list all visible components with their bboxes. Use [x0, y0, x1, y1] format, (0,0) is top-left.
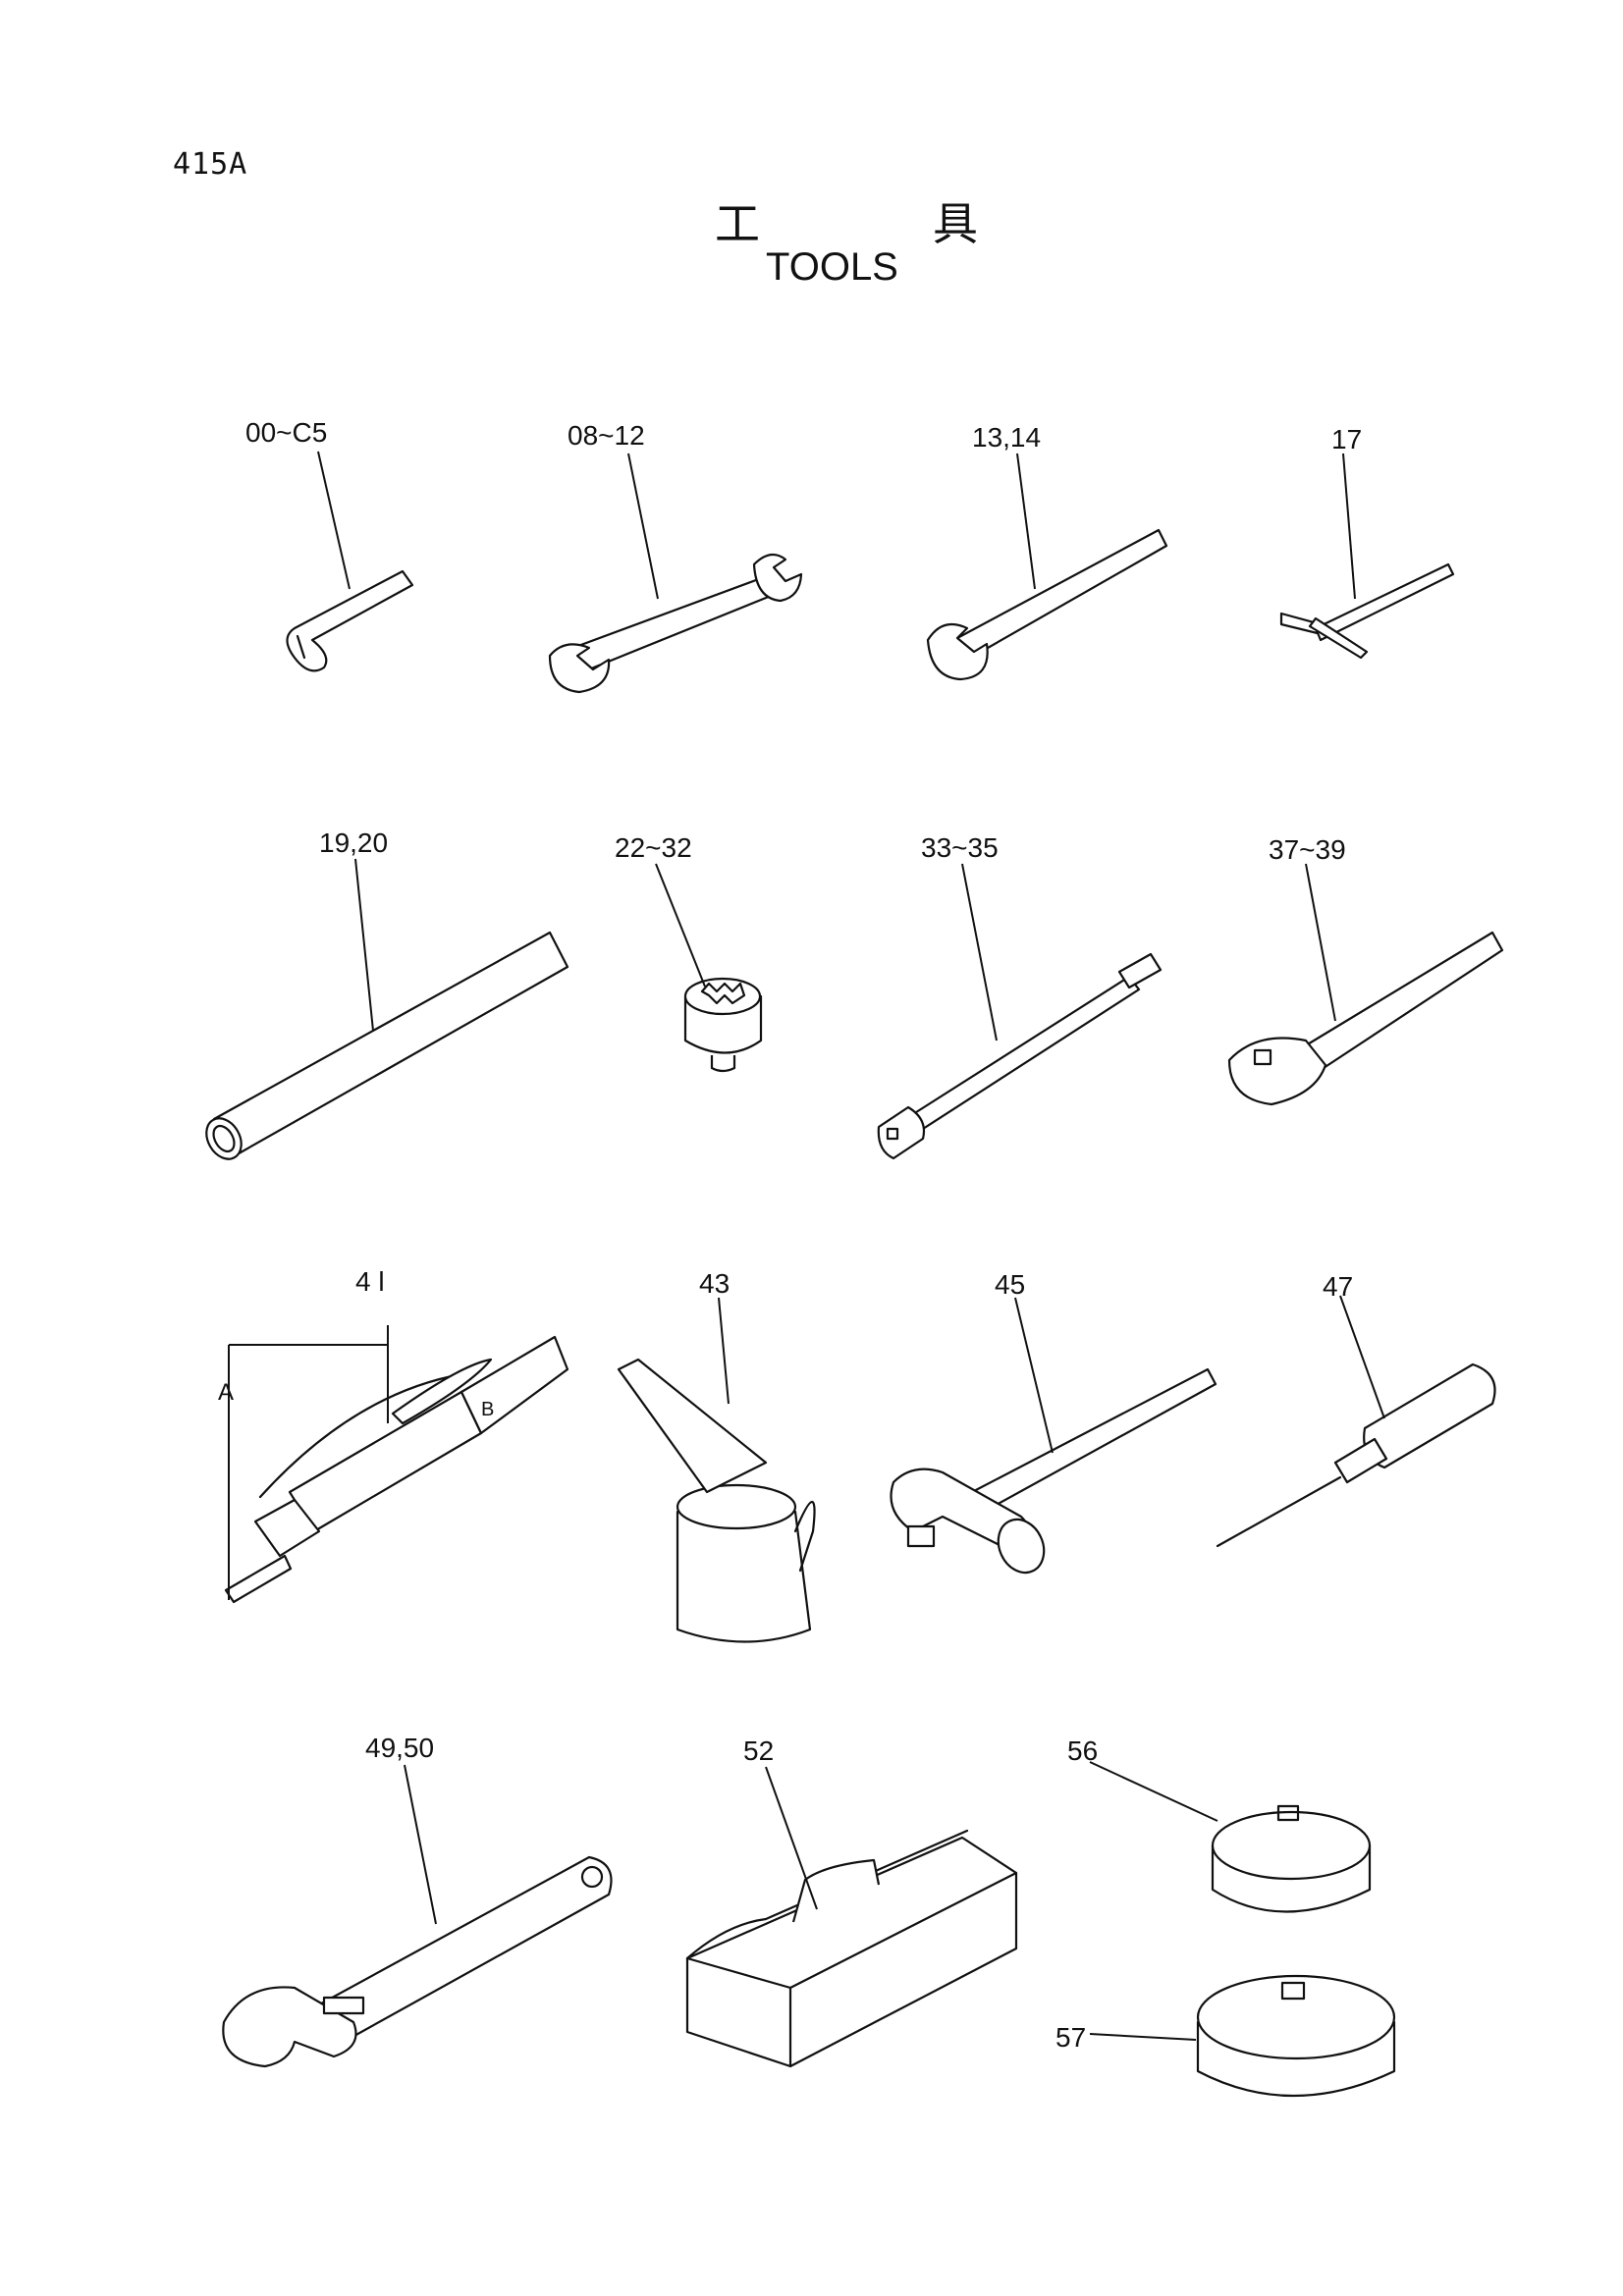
- page-title: TOOLS: [766, 245, 898, 289]
- filter-wrench-small-drawing: [1089, 1761, 1372, 1913]
- callout-tool-box: 52: [743, 1735, 775, 1766]
- tube-bar-drawing: [205, 858, 569, 1160]
- callout-grease-gun-detail-b: B: [481, 1399, 495, 1420]
- single-end-spanner-drawing: [926, 453, 1168, 681]
- title-cjk-left: 工: [715, 197, 760, 250]
- callout-grease-gun-detail-a: A: [218, 1379, 235, 1406]
- extension-bar-drawing: [877, 863, 1163, 1160]
- grease-gun-drawing: [224, 1325, 569, 1604]
- callout-adjustable-wrench: 49,50: [365, 1733, 435, 1763]
- callout-extension-bar: 33~35: [921, 832, 999, 863]
- callout-hammer: 45: [995, 1269, 1026, 1300]
- tool-box-drawing: [685, 1766, 1018, 2068]
- callout-single-end-spanner: 13,14: [972, 422, 1042, 453]
- callout-filter-wrench-large: 57: [1055, 2022, 1087, 2053]
- callout-ratchet-handle: 37~39: [1269, 834, 1346, 865]
- hammer-drawing: [890, 1297, 1217, 1575]
- screwdriver-drawing: [1216, 1295, 1496, 1548]
- callout-tube-bar: 19,20: [319, 828, 389, 858]
- t-wrench-drawing: [1279, 453, 1455, 660]
- callout-socket: 22~32: [615, 832, 692, 863]
- oil-can-drawing: [617, 1297, 816, 1643]
- callout-hex-key: 00~C5: [245, 417, 328, 448]
- page-code: 415A: [173, 147, 248, 182]
- double-end-spanner-drawing: [548, 453, 803, 694]
- ratchet-handle-drawing: [1227, 863, 1504, 1106]
- callout-grease-gun: 4 l: [355, 1266, 385, 1297]
- socket-drawing: [655, 863, 763, 1073]
- filter-wrench-large-drawing: [1089, 1974, 1396, 2097]
- adjustable-wrench-drawing: [222, 1764, 613, 2068]
- callout-screwdriver: 47: [1323, 1271, 1354, 1302]
- callout-double-end-spanner: 08~12: [568, 420, 645, 451]
- hex-key-drawing: [286, 451, 414, 672]
- callout-t-wrench: 17: [1331, 424, 1363, 454]
- callout-filter-wrench-small: 56: [1067, 1735, 1099, 1766]
- callout-oil-can: 43: [699, 1268, 730, 1299]
- title-cjk-right: 具: [933, 197, 978, 250]
